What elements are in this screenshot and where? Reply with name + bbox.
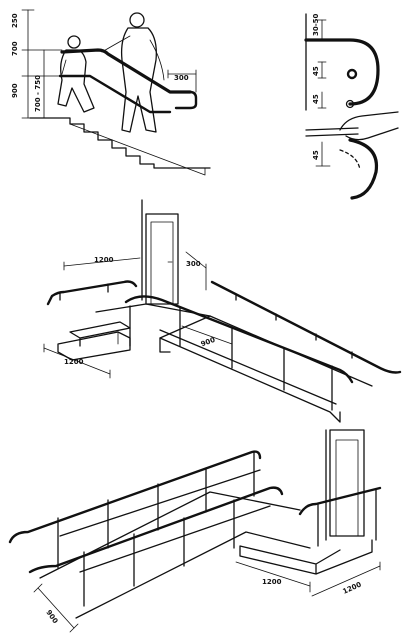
ramp2-dimension-lines	[33, 561, 381, 633]
ramp-with-steps: 1200 300 900 1200	[43, 199, 402, 423]
ramp-guard-rail-top	[124, 295, 354, 384]
long-ramp-surface	[39, 491, 311, 619]
door-panel-2	[335, 439, 359, 537]
ramp1-dimension-lines	[43, 251, 233, 379]
dim-upper-rail: 700	[11, 41, 19, 56]
dim-landing-left: 1200	[94, 256, 114, 264]
adult-figure	[101, 12, 165, 133]
long-right-rail	[298, 486, 382, 516]
child-figure	[57, 35, 95, 113]
dim-ramp2-landing: 1200	[342, 581, 363, 596]
door-panel	[150, 221, 174, 305]
long-ramp: 900 1200 1200	[8, 429, 382, 633]
round-rail-section	[346, 68, 358, 80]
long-lower-posts	[83, 499, 235, 607]
right-wall-rail	[210, 280, 402, 374]
dim-top-gap: 250	[11, 13, 19, 28]
entry-steps	[57, 321, 131, 361]
lower-handrail	[58, 74, 172, 114]
stair-illustration: 250 700 900 700 - 750 300	[11, 9, 211, 176]
dim-extension-top: 300	[186, 260, 201, 268]
upper-handrail	[60, 48, 192, 94]
stair-dimension-lines	[21, 9, 197, 119]
dim-diameter-top: 45	[312, 66, 320, 76]
long-upper-posts	[57, 451, 255, 569]
dim-diameter-low: 45	[312, 150, 320, 160]
long-ramp-end	[239, 539, 373, 575]
profile-upper	[304, 38, 380, 106]
long-lower-rail	[28, 486, 284, 574]
dim-landing-front: 1200	[64, 358, 84, 366]
stair-nosing	[69, 123, 206, 176]
ramp-guard-rail-mid	[159, 329, 337, 405]
long-upper-rail	[8, 450, 262, 544]
profile-lower-dashed	[339, 149, 361, 171]
stair-steps	[29, 117, 211, 169]
long-lower-mid	[79, 505, 271, 573]
door-frame-2	[329, 429, 365, 537]
right-rail-brackets	[235, 293, 353, 359]
long-upper-mid	[59, 469, 261, 537]
dim-extension: 300	[174, 74, 189, 82]
hand-grip	[339, 111, 399, 141]
dim-lower-rail: 700 - 750	[34, 75, 42, 112]
upper-handrail-end	[174, 90, 198, 110]
profile-upper-end	[345, 99, 355, 109]
dim-ramp2-depth: 1200	[262, 578, 282, 586]
handrail-profiles: 30-50 45 45 45	[304, 13, 399, 200]
ramp-posts	[129, 305, 333, 411]
dim-ramp-width: 900	[200, 336, 217, 349]
dim-rail-height: 900	[11, 83, 19, 98]
dim-ramp2-width: 900	[44, 609, 59, 626]
left-wall-rail	[46, 280, 138, 306]
dim-wall-gap: 30-50	[312, 13, 320, 36]
profile-lower	[348, 138, 379, 200]
dim-diameter-mid: 45	[312, 94, 320, 104]
